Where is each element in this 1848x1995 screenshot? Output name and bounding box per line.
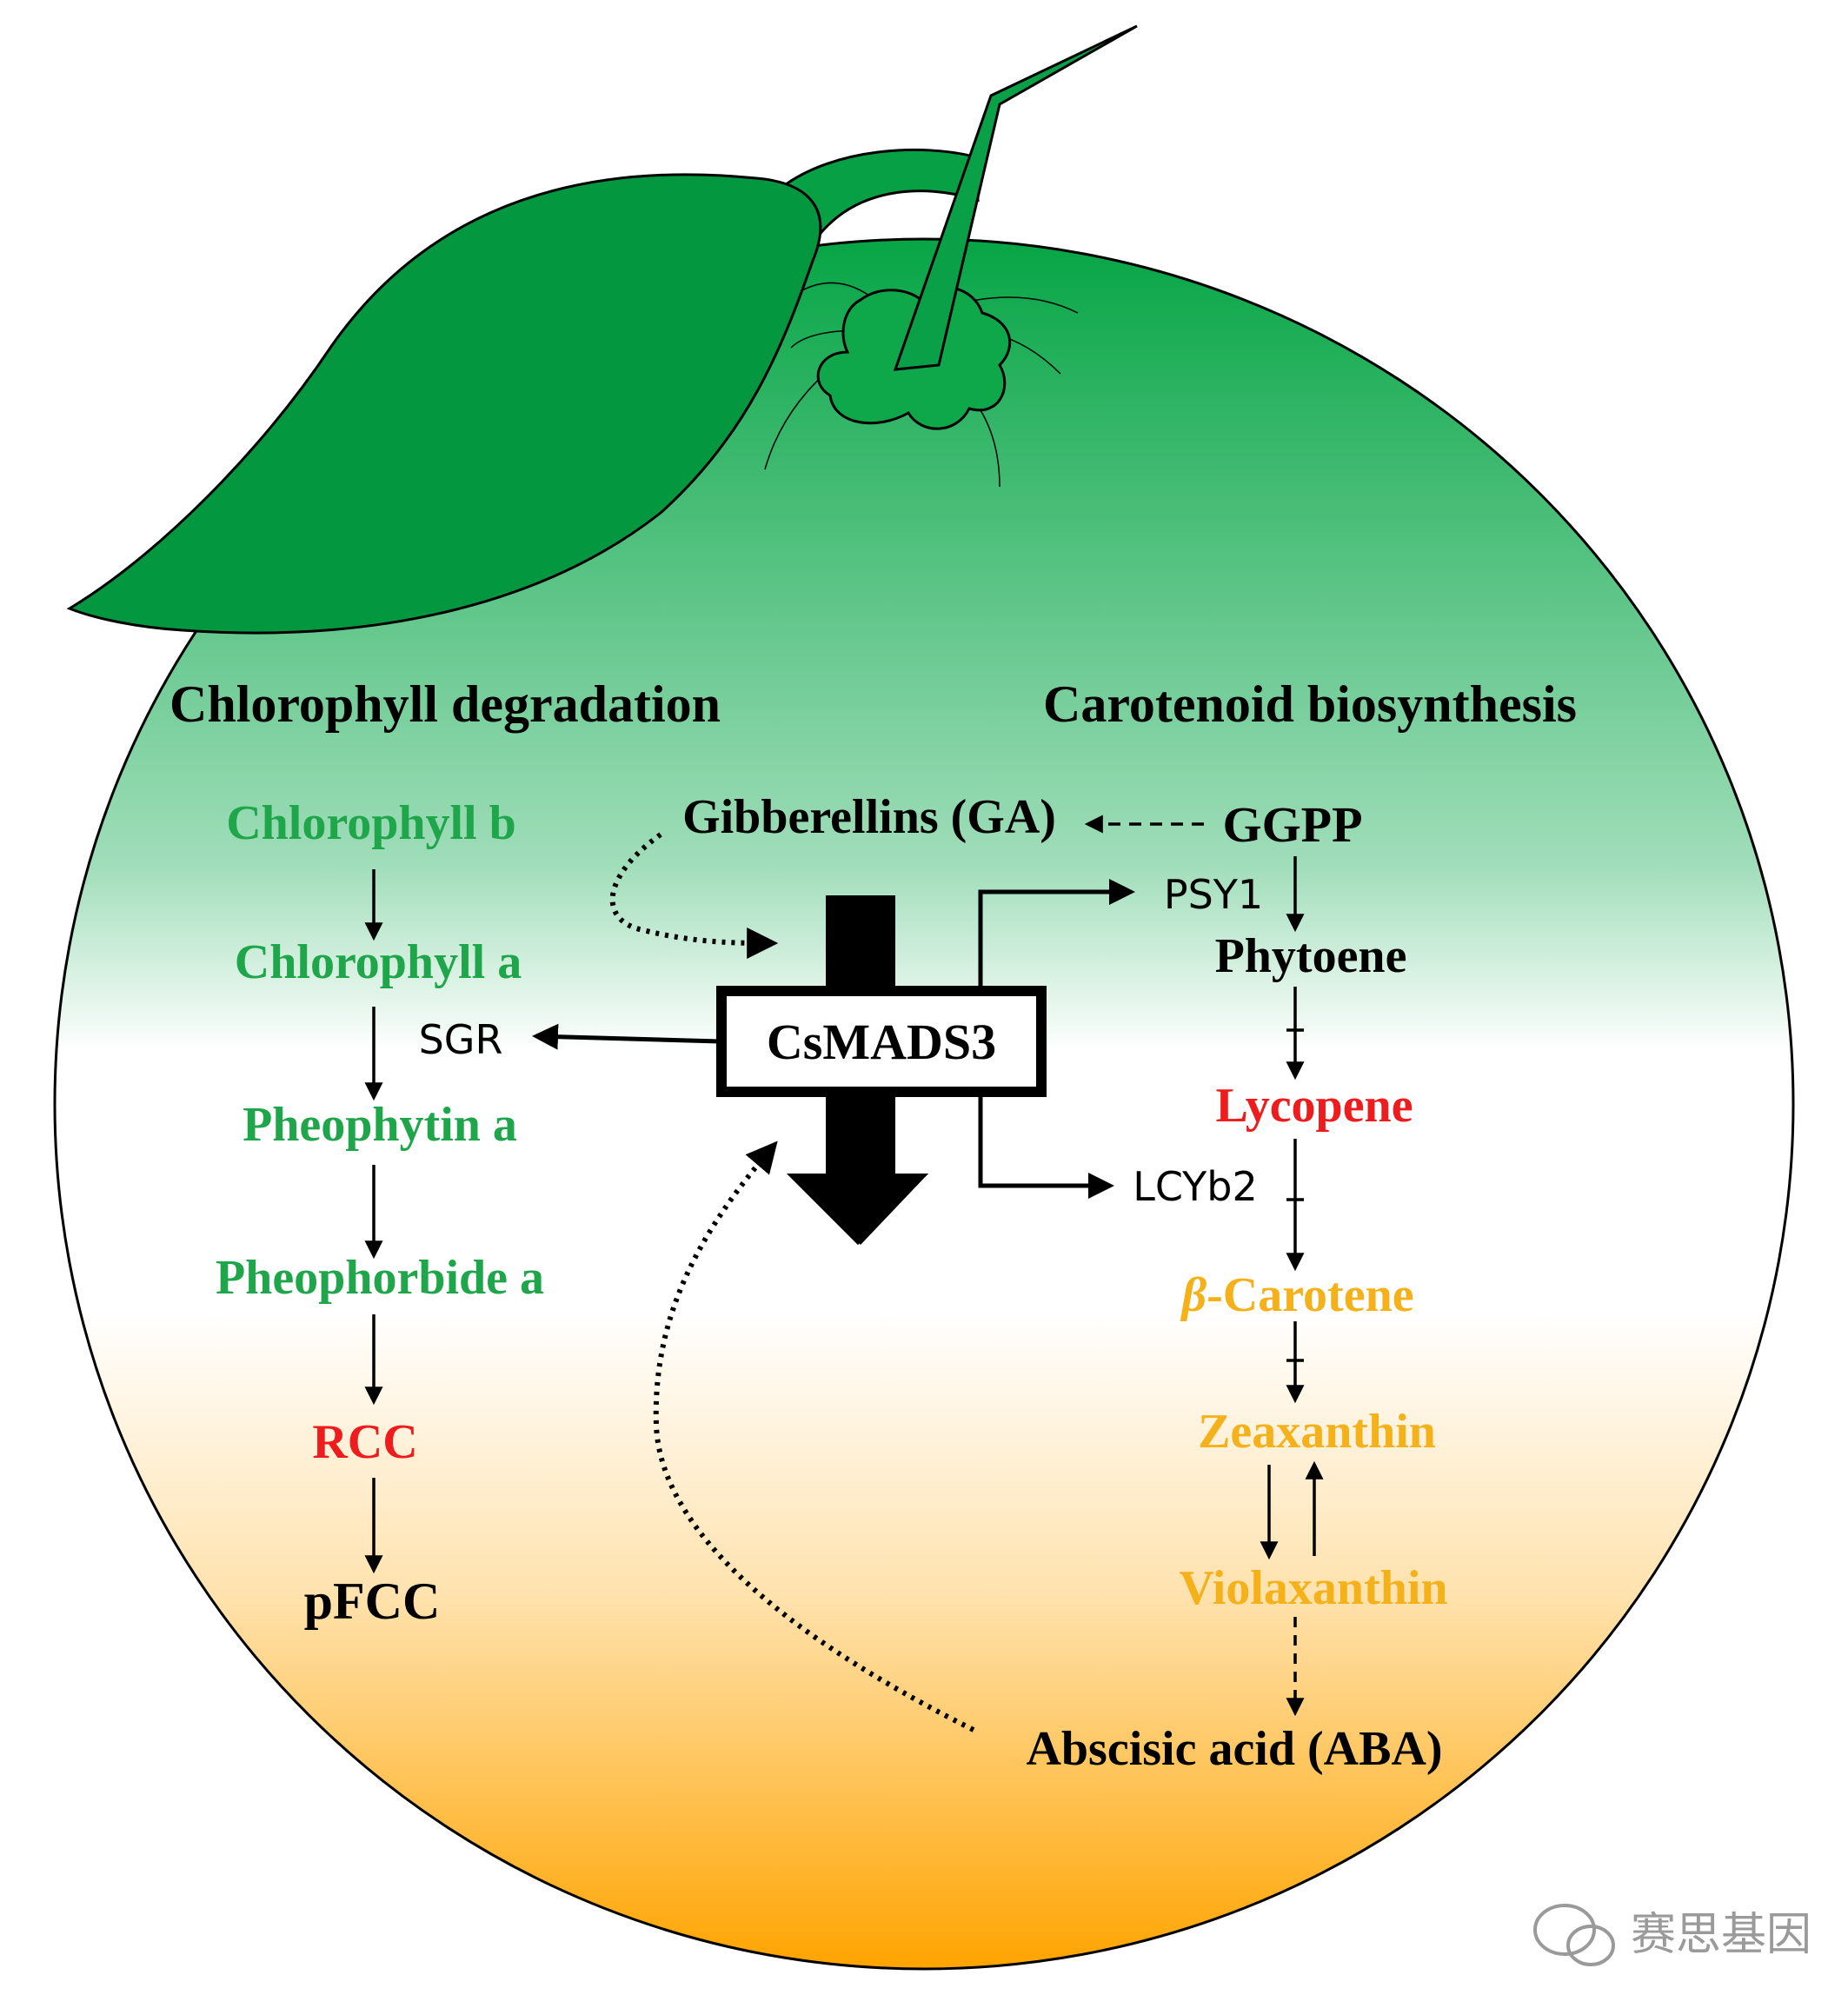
psy1-label: PSY1 — [1164, 871, 1263, 918]
zeaxanthin-label: Zeaxanthin — [1198, 1405, 1436, 1459]
leaf — [66, 173, 822, 635]
watermark: 赛思基因 — [1533, 1904, 1811, 1966]
aba-label: Abscisic acid (ABA) — [1026, 1722, 1442, 1776]
sgr-label: SGR — [419, 1016, 503, 1063]
pfcc-label: pFCC — [304, 1573, 441, 1630]
lcyb2-label: LCYb2 — [1133, 1163, 1258, 1210]
stem — [893, 24, 1138, 371]
heading-chlorophyll-degradation: Chlorophyll degradation — [170, 675, 721, 733]
csmads3-to-psy1-arrow — [978, 879, 1135, 991]
gibberellins-label: Gibberellins (GA) — [682, 790, 1056, 844]
beta-carotene-text: -Carotene — [1207, 1268, 1413, 1322]
rcc-label: RCC — [312, 1415, 417, 1469]
csmads3-box — [716, 986, 1047, 1097]
violaxanthin-label: Violaxanthin — [1179, 1561, 1447, 1615]
phytoene-label: Phytoene — [1215, 929, 1407, 983]
lycopene-label: Lycopene — [1215, 1079, 1413, 1133]
wechat-icon — [1533, 1904, 1615, 1966]
ggpp-label: GGPP — [1222, 796, 1362, 853]
csmads3-to-sgr-arrow — [532, 1023, 721, 1050]
fruit-body — [53, 237, 1795, 1971]
beta-symbol: β — [1180, 1268, 1207, 1322]
pheophorbide-a-label: Pheophorbide a — [216, 1251, 544, 1305]
pheophytin-a-label: Pheophytin a — [243, 1098, 517, 1152]
beta-carotene-label: β-Carotene — [1180, 1268, 1413, 1322]
csmads3-to-lcyb2-arrow — [978, 1092, 1114, 1199]
arrow-ticks — [1286, 1028, 1304, 1362]
heading-carotenoid-biosynthesis: Carotenoid biosynthesis — [1043, 675, 1577, 733]
csmads3-label: CsMADS3 — [767, 1014, 996, 1070]
watermark-text: 赛思基因 — [1631, 1909, 1811, 1961]
chlorophyll-b-label: Chlorophyll b — [226, 796, 516, 850]
chlorophyll-a-label: Chlorophyll a — [235, 935, 522, 989]
big-down-arrow-head-wide — [787, 1174, 928, 1245]
